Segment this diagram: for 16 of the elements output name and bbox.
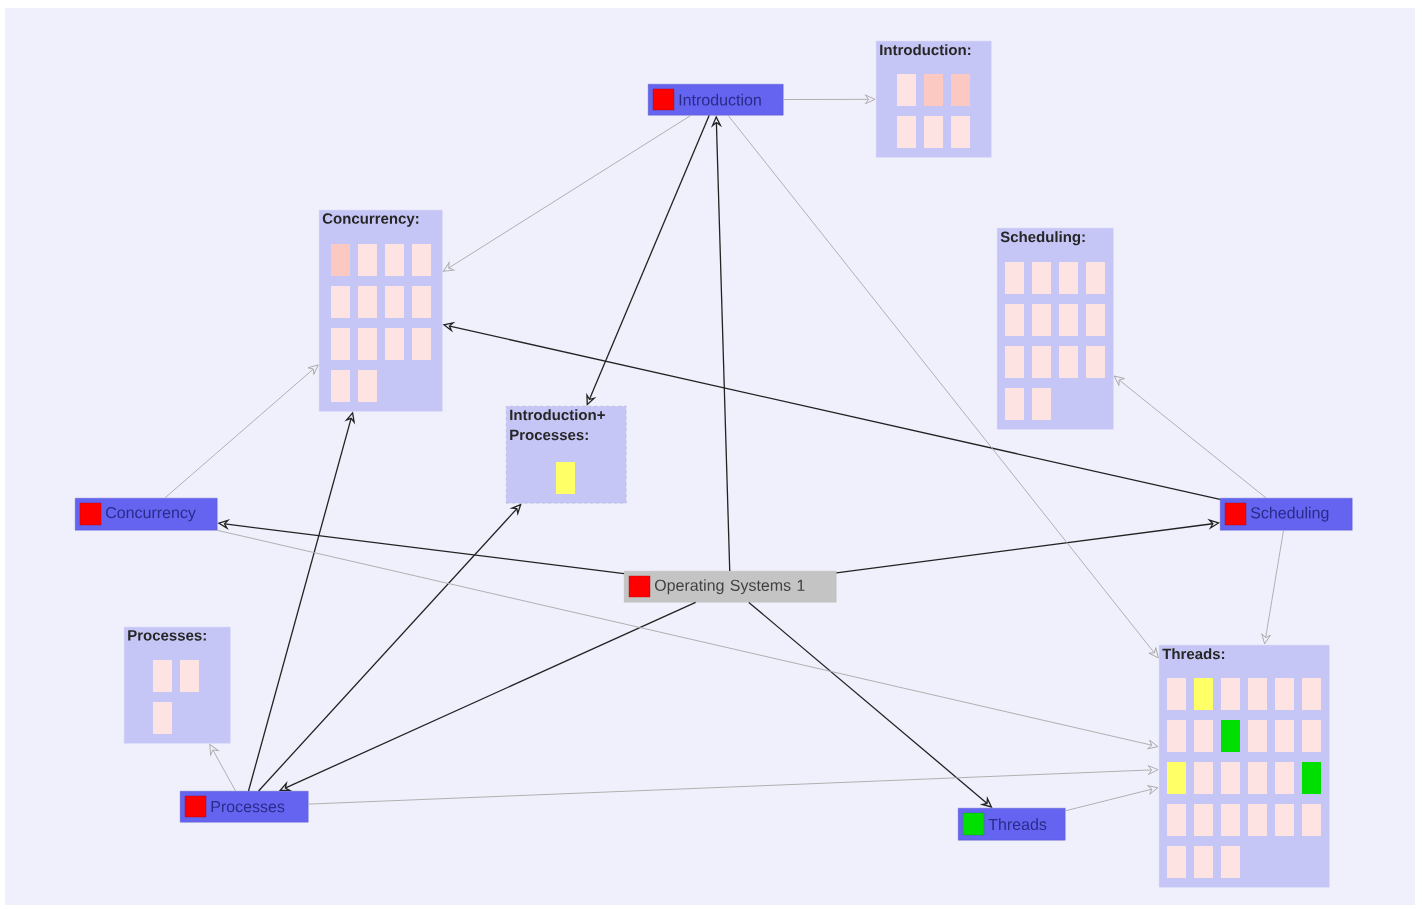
arrow — [257, 503, 522, 792]
arrow — [586, 114, 710, 406]
arrow — [442, 114, 692, 272]
topic-panel: Introduction+ Processes: — [506, 406, 627, 504]
arrow — [748, 601, 993, 808]
arrow — [782, 94, 876, 105]
topic-box: Operating Systems 1 — [624, 571, 837, 603]
arrow — [1261, 529, 1284, 645]
arrow — [209, 743, 236, 792]
arrow — [307, 765, 1159, 805]
arrow — [1113, 375, 1267, 499]
arrow — [835, 518, 1220, 574]
arrow — [1064, 785, 1159, 812]
arrow — [727, 114, 1159, 659]
arrow — [216, 529, 1159, 750]
arrow — [164, 364, 319, 499]
